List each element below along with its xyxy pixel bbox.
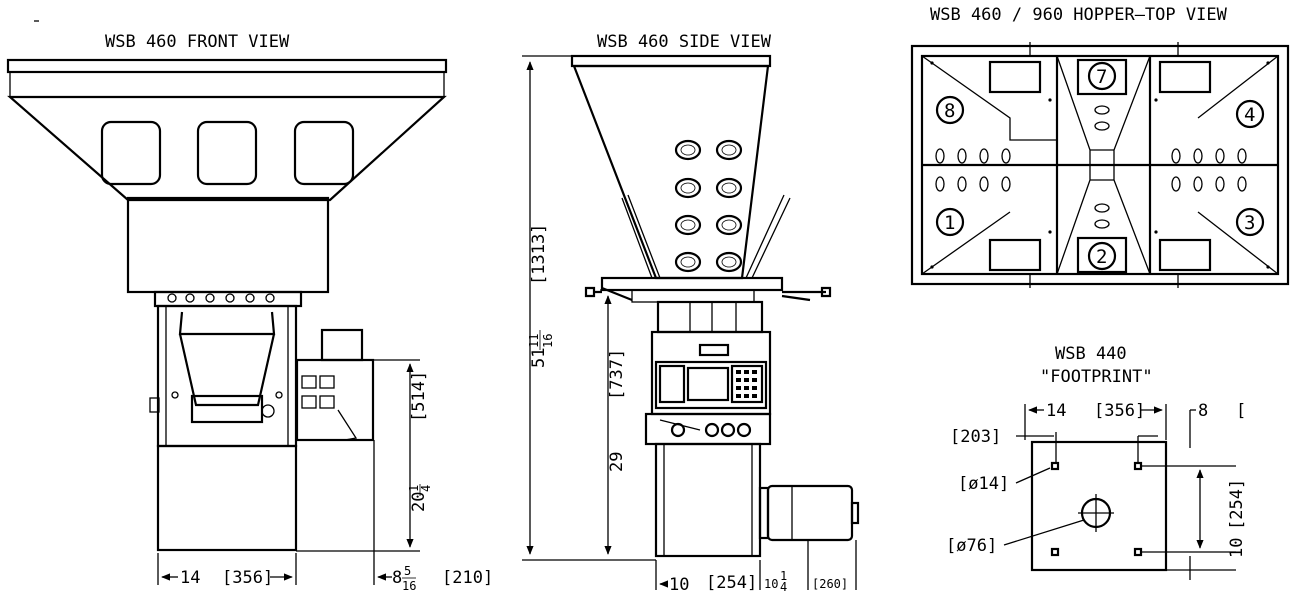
- side-hopper-brace-right: [745, 194, 791, 279]
- side-dim-motor-frac: 1: [780, 569, 787, 583]
- front-hopper-window-1: [100, 120, 162, 186]
- front-valves: [167, 293, 275, 303]
- front-hopper-flange: [6, 58, 448, 74]
- top-opening-5: [1076, 58, 1128, 96]
- front-dim-offset-in: 8: [392, 568, 402, 588]
- top-view-title: WSB 460 / 960 HOPPER–TOP VIEW: [930, 5, 1228, 25]
- footprint-dim-width-in: 14: [1046, 401, 1066, 421]
- station-label-4: 4: [1244, 104, 1255, 126]
- front-hopper-collar: [126, 196, 330, 294]
- footprint-bolt-tl: [1050, 461, 1060, 471]
- side-weigh-section: [656, 300, 764, 334]
- side-mixer-base: [654, 442, 762, 558]
- front-dim-offset-mm: [210]: [442, 568, 493, 588]
- top-opening-6: [1076, 236, 1128, 274]
- front-dim-514: [514]: [409, 371, 429, 422]
- side-motor-body: [766, 484, 854, 542]
- side-view: WSB 460 SIDE VIEW: [522, 32, 860, 593]
- footprint-dim-width-mm: [356]: [1094, 401, 1145, 421]
- front-dim-offset-frac-num: 5: [404, 564, 411, 578]
- station-label-2: 2: [1096, 246, 1107, 268]
- front-hopper-window-2: [196, 120, 258, 186]
- front-hopper-body: [7, 95, 447, 202]
- footprint-dim-203: [203]: [950, 427, 1001, 447]
- front-dim-width-mm: [356]: [222, 568, 273, 588]
- top-opening-2: [1158, 60, 1212, 94]
- footprint-dim-hole-small: [ø14]: [958, 474, 1009, 494]
- side-valve-arm-right: [781, 286, 832, 302]
- side-dim-motor-frac-den: 4: [780, 580, 787, 593]
- station-label-1: 1: [944, 212, 955, 234]
- footprint-dim-hole-large: [ø76]: [946, 536, 997, 556]
- front-weigh-bin: [178, 311, 276, 407]
- side-hopper-flange: [570, 54, 772, 68]
- top-hole-rows: [935, 105, 1247, 229]
- side-sight-glasses: [674, 139, 743, 273]
- side-dim-depth-mm: [254]: [706, 573, 757, 593]
- footprint-dim-10: 10: [1227, 538, 1247, 558]
- front-view: WSB 460 FRONT VIEW: [6, 32, 493, 593]
- footprint-title-line2: "FOOTPRINT": [1040, 367, 1153, 387]
- top-diagonals: [921, 55, 1279, 275]
- side-motor-flange: [758, 486, 770, 540]
- front-dim-height-frac-num: 1: [407, 485, 421, 492]
- hopper-top-view: WSB 460 / 960 HOPPER–TOP VIEW 7 8 4 1 2 …: [910, 5, 1290, 288]
- front-control-cap: [320, 328, 364, 362]
- front-dim-height-lower: 20: [409, 492, 429, 512]
- side-hopper-body: [572, 64, 770, 280]
- station-label-8: 8: [944, 100, 955, 122]
- side-dim-737: [737]: [607, 349, 627, 400]
- front-view-title: WSB 460 FRONT VIEW: [105, 32, 290, 52]
- footprint-bolt-bl: [1050, 547, 1060, 557]
- front-control-box: [295, 358, 375, 442]
- front-dim-height-frac-den: 4: [419, 485, 433, 492]
- side-dim-29: 29: [607, 452, 627, 472]
- side-support-plate: [600, 276, 784, 292]
- top-opening-3: [988, 238, 1042, 272]
- top-opening-1: [988, 60, 1042, 94]
- footprint-bolt-tr: [1133, 461, 1143, 471]
- station-label-3: 3: [1244, 212, 1255, 234]
- side-dim-motor-mm: [260]: [812, 577, 848, 591]
- front-hopper-window-3: [293, 120, 355, 186]
- top-opening-4: [1158, 238, 1212, 272]
- top-bolt-dots: [930, 61, 1270, 269]
- side-controller-panel: [654, 360, 768, 410]
- front-dim-offset-frac-den: 16: [402, 579, 416, 593]
- footprint-view: WSB 440 "FOOTPRINT" 14 [356] [203] 8 [ […: [946, 344, 1247, 580]
- side-keypad: [736, 370, 757, 398]
- footprint-bolt-br: [1133, 547, 1143, 557]
- footprint-dim-8: 8: [1198, 401, 1208, 421]
- side-dim-depth-in: 10: [669, 575, 689, 593]
- side-dim-total-mm: [1313]: [529, 224, 549, 285]
- top-outer-frame: [910, 44, 1290, 286]
- side-dim-total-frac-num: 11: [527, 334, 541, 348]
- side-dim-motor-in: 10: [764, 577, 778, 591]
- station-label-7: 7: [1096, 66, 1107, 88]
- side-dim-total-frac-den: 16: [541, 334, 555, 348]
- side-dim-total-in: 51: [529, 348, 549, 368]
- footprint-title-line1: WSB 440: [1055, 344, 1127, 364]
- footprint-dim-254: [254]: [1227, 479, 1247, 530]
- front-dim-width-in: 14: [180, 568, 200, 588]
- front-weigh-frame: [156, 304, 298, 448]
- side-view-title: WSB 460 SIDE VIEW: [597, 32, 772, 52]
- side-hopper-brace-left: [621, 194, 661, 279]
- front-mixer-base: [156, 444, 298, 552]
- footprint-outline: [1030, 440, 1168, 572]
- footprint-dim-cut: [: [1236, 401, 1246, 421]
